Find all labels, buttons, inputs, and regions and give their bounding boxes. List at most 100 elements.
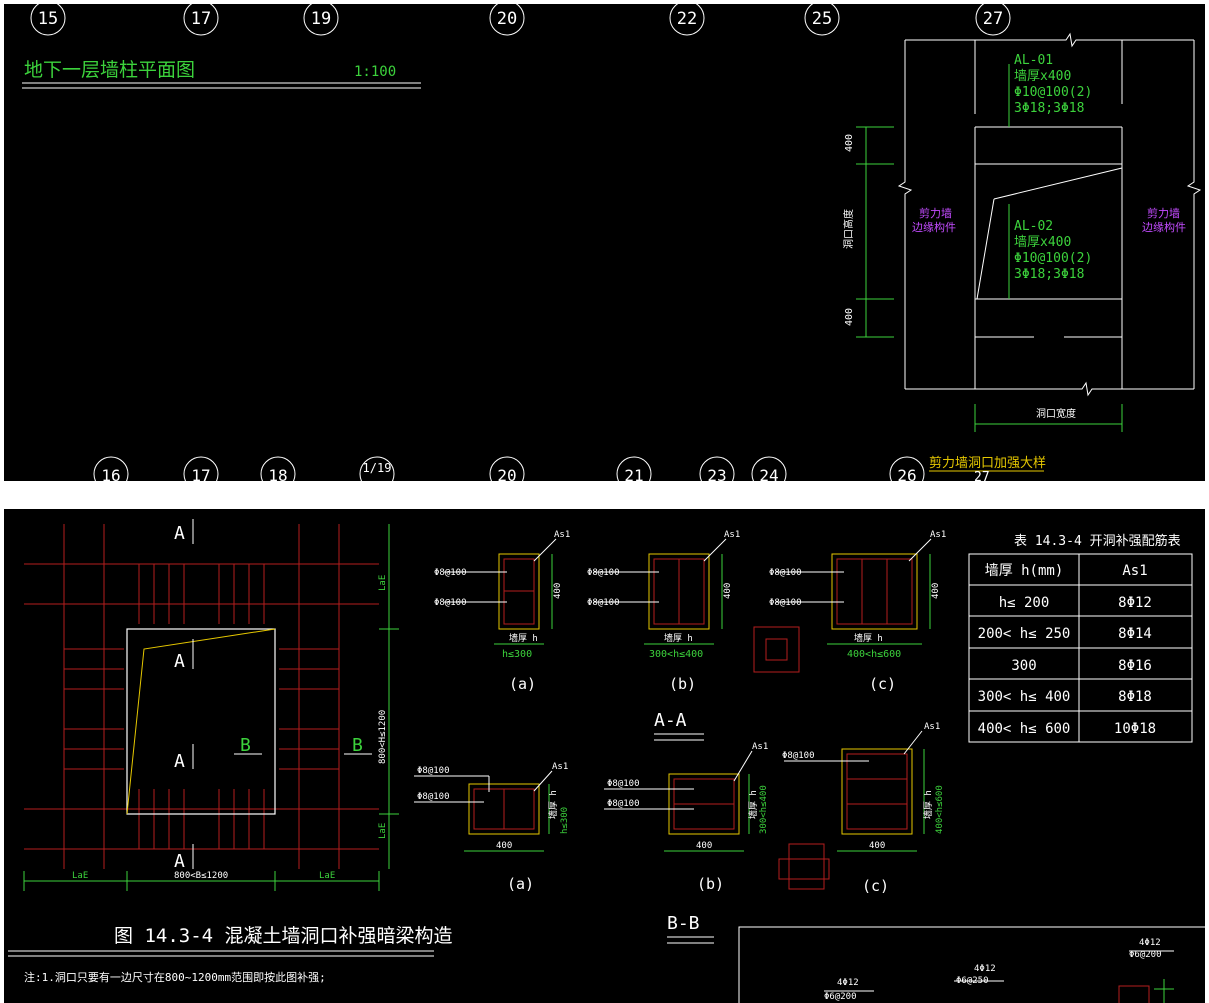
axis-label-bottom: 23 bbox=[707, 466, 726, 481]
al02-stirrup: Φ10@100(2) bbox=[1014, 251, 1092, 266]
table-cell: 8Φ12 bbox=[1118, 595, 1152, 611]
axis-label-top: 15 bbox=[38, 9, 58, 29]
plan-scale: 1:100 bbox=[354, 64, 396, 80]
al01-size: 墙厚x400 bbox=[1014, 69, 1071, 84]
bb-as1-label: As1 bbox=[924, 722, 940, 732]
aa-wall-label: 墙厚 h bbox=[664, 632, 693, 644]
bb-wall-label: 墙厚 h bbox=[547, 790, 559, 819]
dim-lae-right: LaE bbox=[319, 871, 335, 881]
corner-stirrup: Φ6@200 bbox=[1129, 950, 1162, 960]
section-bb-label: B-B bbox=[667, 913, 700, 934]
figure-title: 图 14.3-4 混凝土墙洞口补强暗梁构造 bbox=[114, 925, 453, 947]
dim-opening-height: 洞口高度 bbox=[842, 209, 855, 249]
plan-title: 地下一层墙柱平面图 bbox=[24, 59, 195, 81]
axis-label-bottom: 18 bbox=[268, 466, 287, 481]
bb-sub-c: (c) bbox=[862, 877, 889, 895]
al02-size: 墙厚x400 bbox=[1014, 235, 1071, 250]
caption-axis: 27 bbox=[974, 470, 990, 481]
axis-label-bottom: 16 bbox=[101, 466, 120, 481]
aa-sub-c: (c) bbox=[869, 675, 896, 693]
corner-stirrup: Φ6@250 bbox=[956, 976, 989, 986]
aa-height-label: 400 bbox=[723, 583, 733, 599]
bb-stirrup-label: Φ8@100 bbox=[417, 792, 450, 802]
axis-label-top: 22 bbox=[677, 9, 697, 29]
aa-height-label: 400 bbox=[553, 583, 563, 599]
table-cell: 300 bbox=[1011, 658, 1036, 674]
aa-range: 400<h≤600 bbox=[847, 649, 901, 660]
aa-stirrup-label: Φ8@100 bbox=[434, 598, 467, 608]
section-a-mark: A bbox=[174, 523, 185, 544]
axis-label-top: 20 bbox=[497, 9, 517, 29]
bb-wall-label: 墙厚 h bbox=[922, 790, 934, 819]
aa-wall-label: 墙厚 h bbox=[854, 632, 883, 644]
dim-opening-width: 洞口宽度 bbox=[1036, 407, 1076, 420]
al01-label: AL-01 bbox=[1014, 53, 1053, 68]
bb-stirrup-label: Φ8@100 bbox=[417, 766, 450, 776]
aa-sub-b: (b) bbox=[669, 675, 696, 693]
al02-label: AL-02 bbox=[1014, 219, 1053, 234]
wall-opening bbox=[126, 628, 276, 815]
bb-stirrup-label: Φ8@100 bbox=[607, 779, 640, 789]
table-cell: 200< h≤ 250 bbox=[978, 626, 1071, 642]
table-cell: 10Φ18 bbox=[1114, 721, 1156, 737]
aa-wall-label: 墙厚 h bbox=[509, 632, 538, 644]
axis-label-bottom: 21 bbox=[624, 466, 643, 481]
aa-stirrup-label: Φ8@100 bbox=[587, 568, 620, 578]
dim-bottom: 400 bbox=[844, 308, 855, 326]
detail-caption: 剪力墙洞口加强大样 bbox=[929, 455, 1046, 471]
bb-range: h≤300 bbox=[560, 807, 570, 834]
bb-as1-label: As1 bbox=[752, 742, 768, 752]
aa-stirrup-label: Φ8@100 bbox=[769, 568, 802, 578]
table-cell: 8Φ18 bbox=[1118, 689, 1152, 705]
top-drawing-canvas: 15 17 19 20 22 25 27 地下一层墙柱平面图 1:100 bbox=[22, 4, 1202, 481]
bb-sub-a: (a) bbox=[507, 875, 534, 893]
section-b-mark: B bbox=[240, 735, 251, 756]
table-cell: 400< h≤ 600 bbox=[978, 721, 1071, 737]
aa-range: 300<h≤400 bbox=[649, 649, 703, 660]
aa-as1-label: As1 bbox=[724, 530, 740, 540]
corner-rebar: 4Φ12 bbox=[974, 964, 996, 974]
bb-sub-b: (b) bbox=[697, 875, 724, 893]
table-header-as1: As1 bbox=[1122, 563, 1147, 579]
axis-label-top: 19 bbox=[311, 9, 331, 29]
bottom-drawing-panel: A A A A B B LaE 800<B≤1200 LaE LaE 800<H… bbox=[4, 509, 1205, 1003]
axis-label-bottom: 24 bbox=[759, 466, 778, 481]
axis-label-top: 17 bbox=[191, 9, 211, 29]
section-a-mark: A bbox=[174, 851, 185, 872]
shear-wall-label-left: 剪力墙 bbox=[919, 206, 952, 220]
aa-stirrup-label: Φ8@100 bbox=[587, 598, 620, 608]
dim-lae-bottom: LaE bbox=[378, 823, 388, 839]
axis-label-top: 25 bbox=[812, 9, 832, 29]
table-cell: h≤ 200 bbox=[999, 595, 1050, 611]
bb-width-label: 400 bbox=[496, 841, 512, 851]
aa-stirrup-label: Φ8@100 bbox=[434, 568, 467, 578]
bb-range: 300<h≤400 bbox=[759, 785, 769, 834]
corner-rebar: 4Φ12 bbox=[837, 978, 859, 988]
table-cell: 300< h≤ 400 bbox=[978, 689, 1071, 705]
axis-label-bottom: 1/19 bbox=[363, 461, 392, 475]
bb-stirrup-label: Φ8@100 bbox=[782, 751, 815, 761]
aa-as1-label: As1 bbox=[930, 530, 946, 540]
section-a-mark: A bbox=[174, 651, 185, 672]
aa-height-label: 400 bbox=[931, 583, 941, 599]
dim-lae-top: LaE bbox=[378, 575, 388, 591]
bb-as1-label: As1 bbox=[552, 762, 568, 772]
table-header-wall: 墙厚 h(mm) bbox=[985, 563, 1064, 579]
section-a-mark: A bbox=[174, 751, 185, 772]
dim-top: 400 bbox=[844, 134, 855, 152]
table-cell: 8Φ16 bbox=[1118, 658, 1152, 674]
bb-width-label: 400 bbox=[869, 841, 885, 851]
shear-wall-label-right: 剪力墙 bbox=[1147, 206, 1180, 220]
axis-label-bottom: 26 bbox=[897, 466, 916, 481]
dim-opening-b: 800<B≤1200 bbox=[174, 871, 228, 881]
bb-stirrup-label: Φ8@100 bbox=[607, 799, 640, 809]
corner-rebar: 4Φ12 bbox=[1139, 938, 1161, 948]
note-line: 注:1.洞口只要有一边尺寸在800~1200mm范围即按此图补强; bbox=[24, 970, 326, 984]
bb-range: 400<h≤600 bbox=[935, 785, 945, 834]
dim-opening-h: 800<H≤1200 bbox=[378, 710, 388, 764]
edge-member-label-right: 边缘构件 bbox=[1142, 220, 1186, 234]
aa-as1-label: As1 bbox=[554, 530, 570, 540]
reinforcement-grid bbox=[24, 524, 379, 869]
corner-stirrup: Φ6@200 bbox=[824, 992, 857, 1002]
axis-label-top: 27 bbox=[983, 9, 1003, 29]
